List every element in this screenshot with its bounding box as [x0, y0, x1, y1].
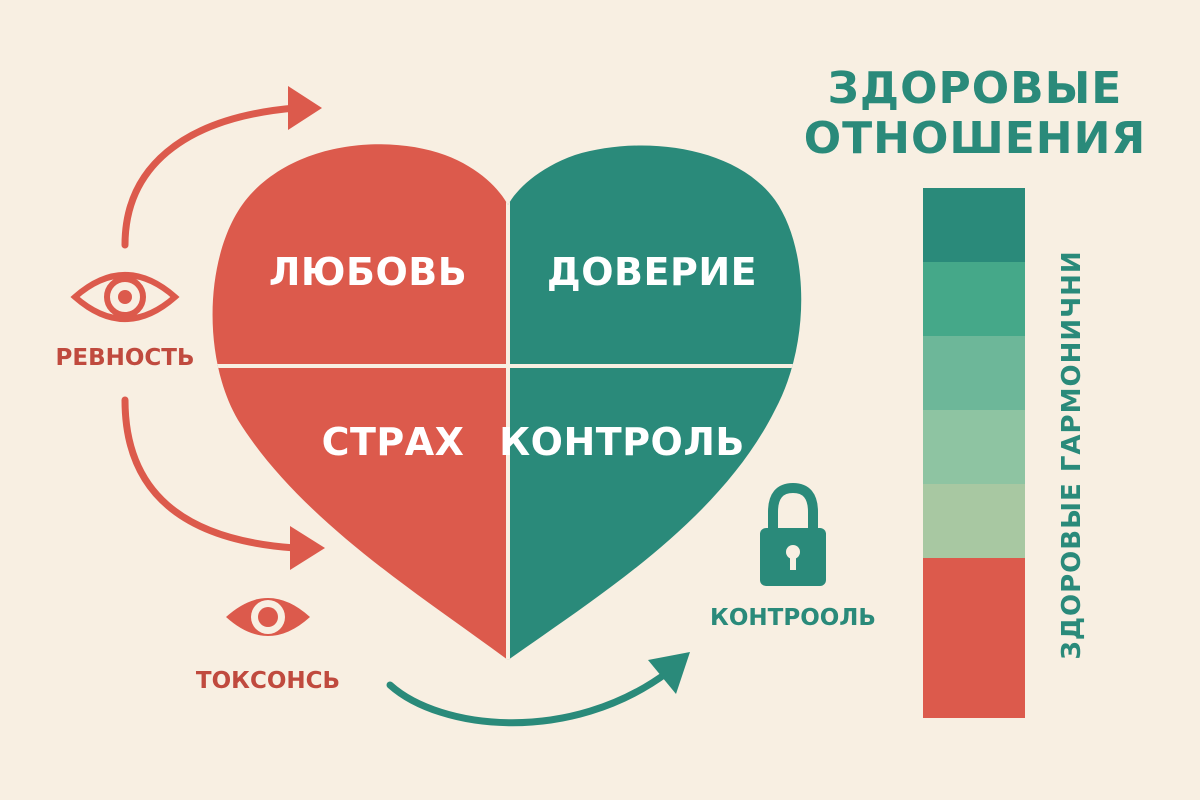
scale-segment	[923, 484, 1025, 558]
scale-segment	[923, 558, 1025, 718]
title-line-2: ОТНОШЕНИЯ	[804, 113, 1147, 164]
arrow-icon	[288, 86, 322, 130]
heart-quadrant-trust	[508, 144, 802, 365]
quadrant-label-control: КОНТРОЛЬ	[499, 420, 745, 464]
arrow-icon	[648, 652, 690, 694]
arrow-bottom-right	[386, 652, 690, 727]
scale-segment	[923, 262, 1025, 336]
scale-segment	[923, 188, 1025, 262]
label-control-right: КОНТРООЛЬ	[710, 605, 876, 631]
scale-segment	[923, 410, 1025, 484]
scale-segment	[923, 336, 1025, 410]
eye-icon	[70, 272, 180, 322]
quadrant-label-trust: ДОВЕРИЕ	[547, 250, 757, 294]
arrow-bottom-left	[121, 396, 325, 570]
heart-quadrant-control	[508, 365, 802, 660]
scale-bar	[923, 188, 1025, 718]
scale-label: ЗДОРОВЫЕ ГАРМОНИЧНИ	[1057, 250, 1087, 659]
label-toxic: ТОКСОНСЬ	[196, 668, 340, 694]
heart-quadrant-fear	[212, 365, 508, 660]
quadrant-label-fear: СТРАХ	[322, 420, 465, 464]
eye-icon	[226, 598, 310, 636]
lock-icon	[760, 482, 826, 586]
title-line-1: ЗДОРОВЫЕ	[828, 63, 1123, 114]
heart-quadrant-love	[212, 144, 508, 365]
heart	[212, 144, 802, 660]
label-jealousy: РЕВНОСТЬ	[56, 345, 195, 371]
arrow-icon	[290, 526, 325, 570]
arrow-top-left	[121, 86, 322, 249]
quadrant-label-love: ЛЮБОВЬ	[269, 250, 467, 294]
